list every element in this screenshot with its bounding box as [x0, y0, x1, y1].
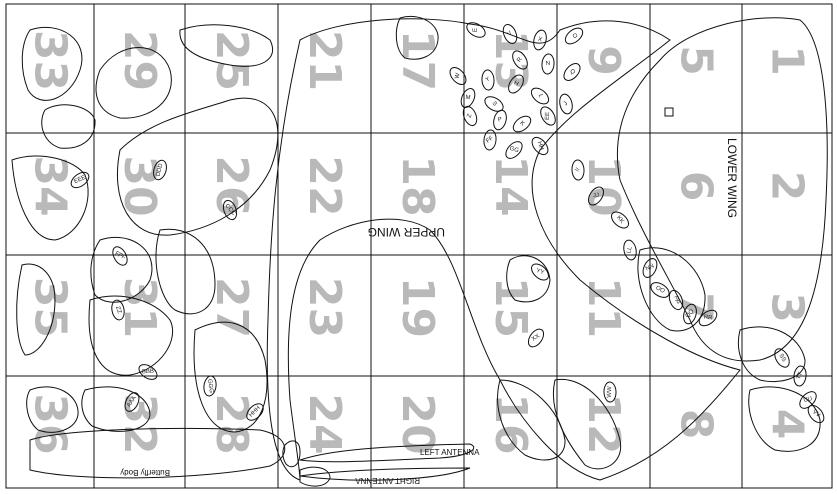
cell-number-22: 22: [299, 155, 350, 216]
cell-number-4: 4: [762, 409, 813, 440]
piece-tag-ww: WW: [607, 386, 613, 398]
cell-number-21: 21: [299, 30, 350, 91]
cell-number-5: 5: [671, 45, 722, 76]
cell-number-17: 17: [392, 30, 443, 91]
cell-number-23: 23: [299, 277, 350, 338]
cell-number-29: 29: [114, 30, 165, 91]
cell-number-6: 6: [671, 171, 722, 202]
piece-tag-jj: JJ: [593, 193, 599, 199]
cell-number-10: 10: [578, 155, 629, 216]
piece-tag-rr: RR: [703, 314, 713, 321]
butterfly-body-label: Butterfly Body: [120, 468, 170, 477]
piece-tag-ee: EE: [545, 112, 551, 120]
cell-number-8: 8: [671, 409, 722, 440]
lower-wing-label: LOWER WING: [725, 138, 739, 218]
cell-number-31: 31: [114, 277, 165, 338]
left-antenna-label: LEFT ANTENNA: [420, 448, 480, 457]
piece-tag-pp: PP: [672, 296, 679, 305]
cell-number-11: 11: [578, 277, 629, 338]
cell-number-14: 14: [485, 155, 536, 216]
cell-number-27: 27: [206, 277, 257, 338]
piece-tag-bbb: BBB: [142, 369, 154, 376]
cell-number-32: 32: [114, 393, 165, 454]
cell-number-25: 25: [206, 30, 257, 91]
upper-wing-label: UPPER WING: [368, 225, 445, 239]
piece-tag-e: E: [473, 28, 479, 32]
cell-number-34: 34: [25, 155, 76, 216]
cell-number-15: 15: [485, 277, 536, 338]
piece-tag-m: M: [465, 95, 471, 101]
piece-tag-n: N: [546, 61, 551, 67]
cell-number-2: 2: [762, 171, 813, 202]
cell-number-12: 12: [578, 393, 629, 454]
right-antenna-label: RIGHT ANTENNA: [355, 476, 420, 485]
cell-number-28: 28: [206, 393, 257, 454]
cell-number-19: 19: [392, 277, 443, 338]
cell-number-1: 1: [762, 45, 813, 76]
cell-number-18: 18: [392, 155, 443, 216]
cell-number-33: 33: [25, 30, 76, 91]
cell-number-9: 9: [578, 45, 629, 76]
cell-number-24: 24: [299, 393, 350, 454]
